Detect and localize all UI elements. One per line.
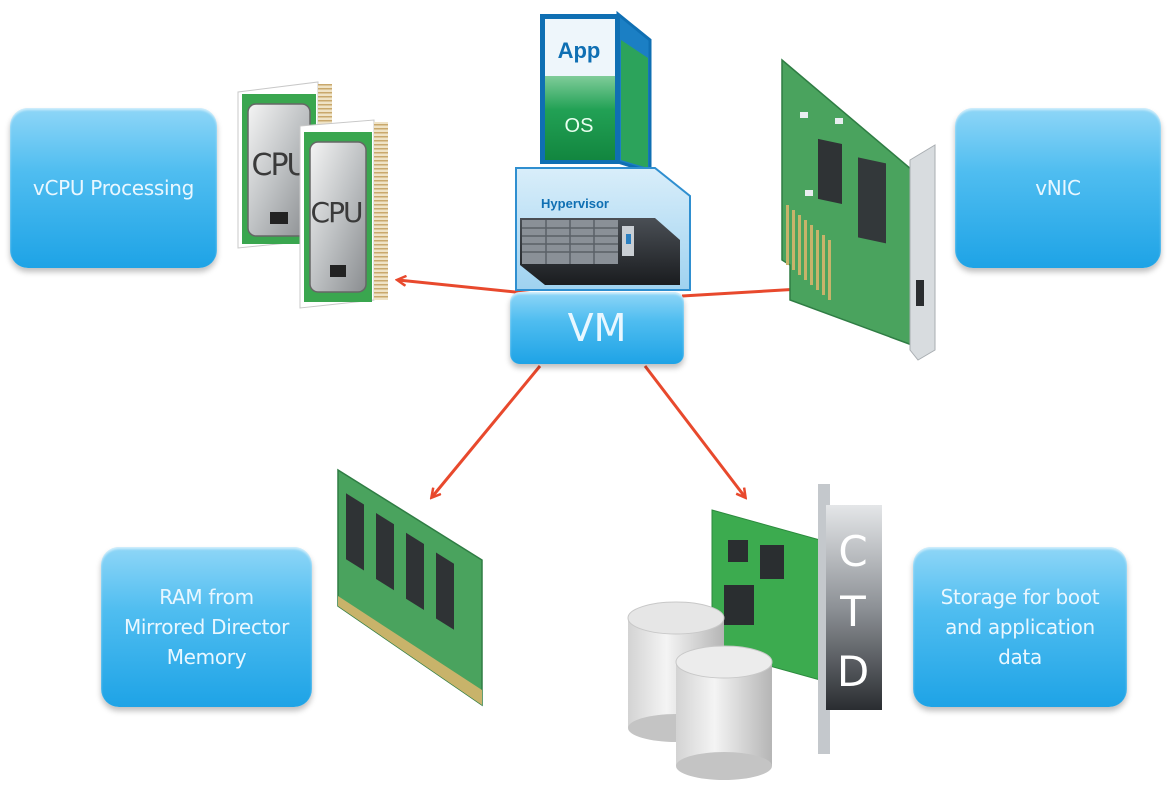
storage-label-line-2: and application — [945, 615, 1095, 639]
storage-letter-d: D — [837, 647, 869, 696]
ram-label-line-3: Memory — [166, 645, 247, 669]
vnic-box: vNIC — [955, 108, 1161, 268]
os-label: OS — [565, 115, 594, 137]
ram-label-line-1: RAM from — [159, 585, 254, 609]
vm-label: VM — [567, 306, 627, 350]
arrow-to-ram — [432, 365, 542, 497]
disk-front — [675, 645, 773, 780]
storage-letter-t: T — [839, 587, 866, 636]
arrow-to-vnic — [681, 289, 800, 298]
vm-box: VM — [510, 292, 684, 364]
ram-box: RAM from Mirrored Director Memory — [101, 547, 312, 707]
vcpu-label: vCPU Processing — [32, 176, 195, 200]
cpu-chip-label-2: CPU — [311, 196, 362, 229]
ram-label-line-2: Mirrored Director — [123, 615, 290, 639]
vcpu-processing-box: vCPU Processing — [10, 108, 217, 268]
hypervisor-label: Hypervisor — [541, 196, 609, 211]
arrow-to-vcpu — [398, 280, 536, 296]
storage-label-line-3: data — [998, 645, 1042, 669]
app-label: App — [558, 38, 601, 63]
vnic-label: vNIC — [1035, 176, 1081, 200]
storage-letter-c: C — [838, 527, 867, 576]
storage-label-line-1: Storage for boot — [940, 585, 1100, 609]
storage-box: Storage for boot and application data — [913, 547, 1127, 707]
hypervisor-server-icon: Hypervisor — [515, 167, 691, 291]
arrow-to-storage — [643, 365, 745, 497]
app-os-block-icon: App OS — [540, 10, 652, 175]
cpu-chip-front: CPU — [299, 119, 388, 309]
cpu-chip-label: CPU — [252, 148, 307, 183]
